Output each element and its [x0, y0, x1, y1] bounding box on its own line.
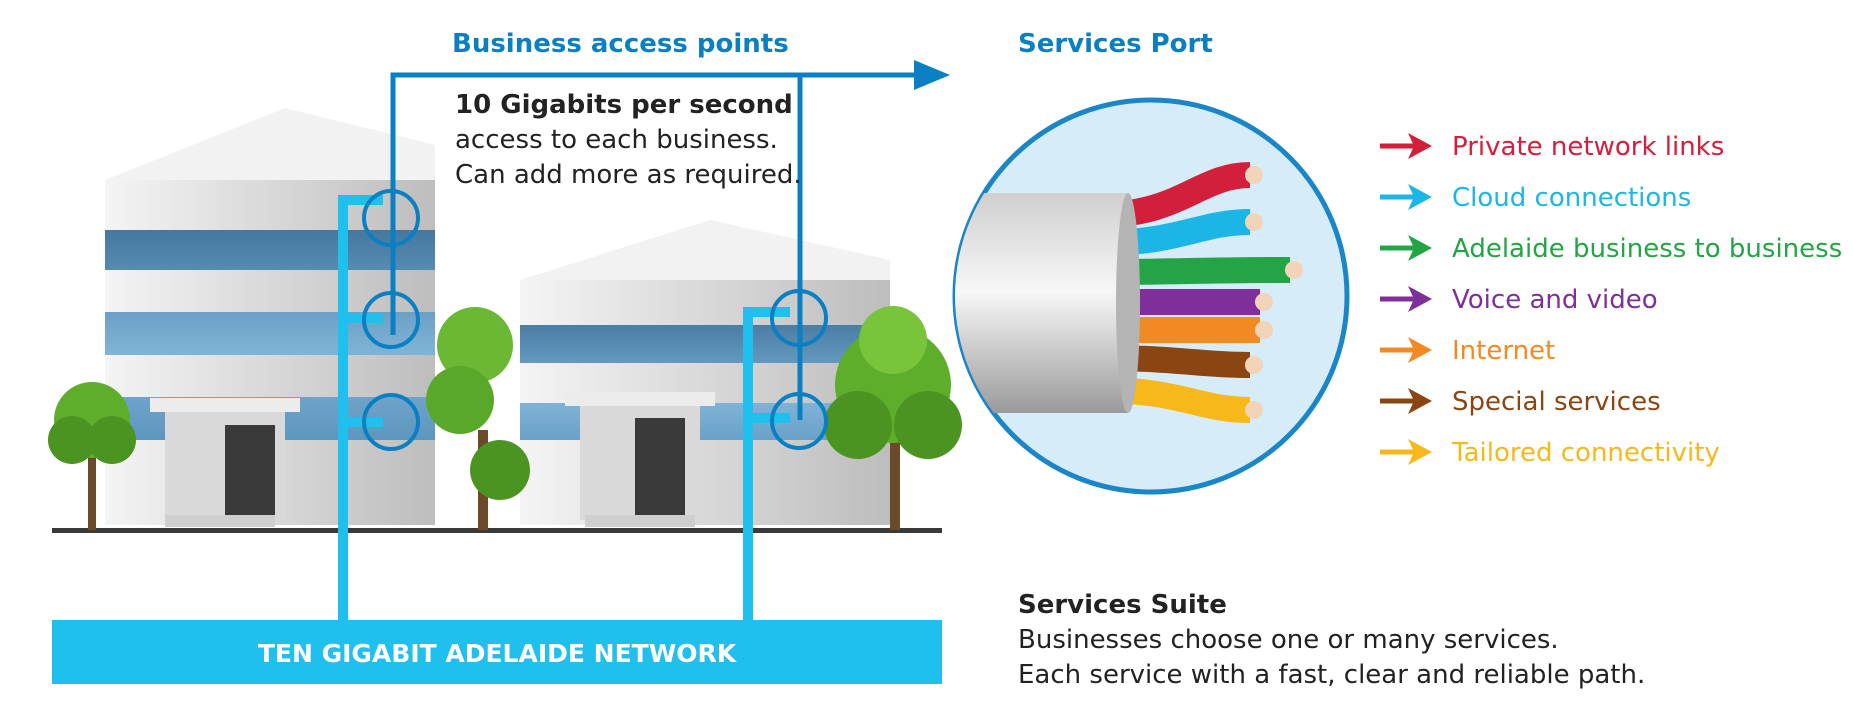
access-arrow-head	[914, 60, 950, 90]
ground-line	[52, 528, 942, 533]
access-arrow-line	[390, 72, 930, 335]
service-label: Special services	[1452, 387, 1661, 417]
network-label: TEN GIGABIT ADELAIDE NETWORK	[258, 639, 738, 668]
building-left	[105, 108, 435, 527]
service-label: Cloud connections	[1452, 183, 1691, 213]
service-item: Special services	[1380, 387, 1661, 417]
arrow-head-icon	[1408, 184, 1432, 210]
arrow-head-icon	[1408, 133, 1432, 159]
access-point-icon	[362, 189, 420, 247]
wire-tip	[1285, 261, 1303, 279]
wire-tip	[1245, 213, 1263, 231]
suite-heading: Services Suite	[1018, 590, 1227, 620]
suite-line-2: Each service with a fast, clear and reli…	[1018, 660, 1645, 690]
wire-tip	[1245, 401, 1263, 419]
arrow-head-icon	[1408, 235, 1432, 261]
access-heading: Business access points	[452, 29, 789, 59]
tree-middle	[426, 307, 530, 530]
port-heading: Services Port	[1018, 29, 1213, 59]
service-item: Voice and video	[1380, 285, 1658, 315]
service-item: Private network links	[1380, 132, 1724, 162]
service-label: Voice and video	[1452, 285, 1658, 315]
access-point-rings	[362, 189, 828, 451]
wire-tip	[1255, 321, 1273, 339]
access-point-icon	[770, 289, 828, 347]
suite-line-1: Businesses choose one or many services.	[1018, 625, 1559, 655]
network-bar	[52, 620, 942, 684]
service-label: Private network links	[1452, 132, 1724, 162]
wire-tip	[1255, 293, 1273, 311]
cable-sheath	[955, 193, 1128, 413]
wire-tip	[1245, 166, 1263, 184]
access-line-1: access to each business.	[455, 125, 778, 155]
arrow-head-icon	[1408, 439, 1432, 465]
service-label: Tailored connectivity	[1451, 438, 1720, 468]
access-speed: 10 Gigabits per second	[455, 90, 793, 120]
tree-right	[824, 306, 962, 530]
access-line-2: Can add more as required.	[455, 160, 802, 190]
access-point-icon	[362, 393, 420, 451]
service-item: Cloud connections	[1380, 183, 1691, 213]
access-point-icon	[362, 291, 420, 349]
building-right	[520, 220, 890, 527]
arrow-head-icon	[1408, 388, 1432, 414]
access-point-icon	[770, 392, 828, 450]
service-item: Internet	[1380, 336, 1555, 366]
service-label: Internet	[1452, 336, 1555, 366]
tree-left	[48, 382, 136, 530]
arrow-head-icon	[1408, 337, 1432, 363]
arrow-head-icon	[1408, 286, 1432, 312]
service-item: Tailored connectivity	[1380, 438, 1720, 468]
cable	[955, 162, 1303, 423]
service-item: Adelaide business to business	[1380, 234, 1842, 264]
service-label: Adelaide business to business	[1452, 234, 1842, 264]
wire-tip	[1245, 356, 1263, 374]
